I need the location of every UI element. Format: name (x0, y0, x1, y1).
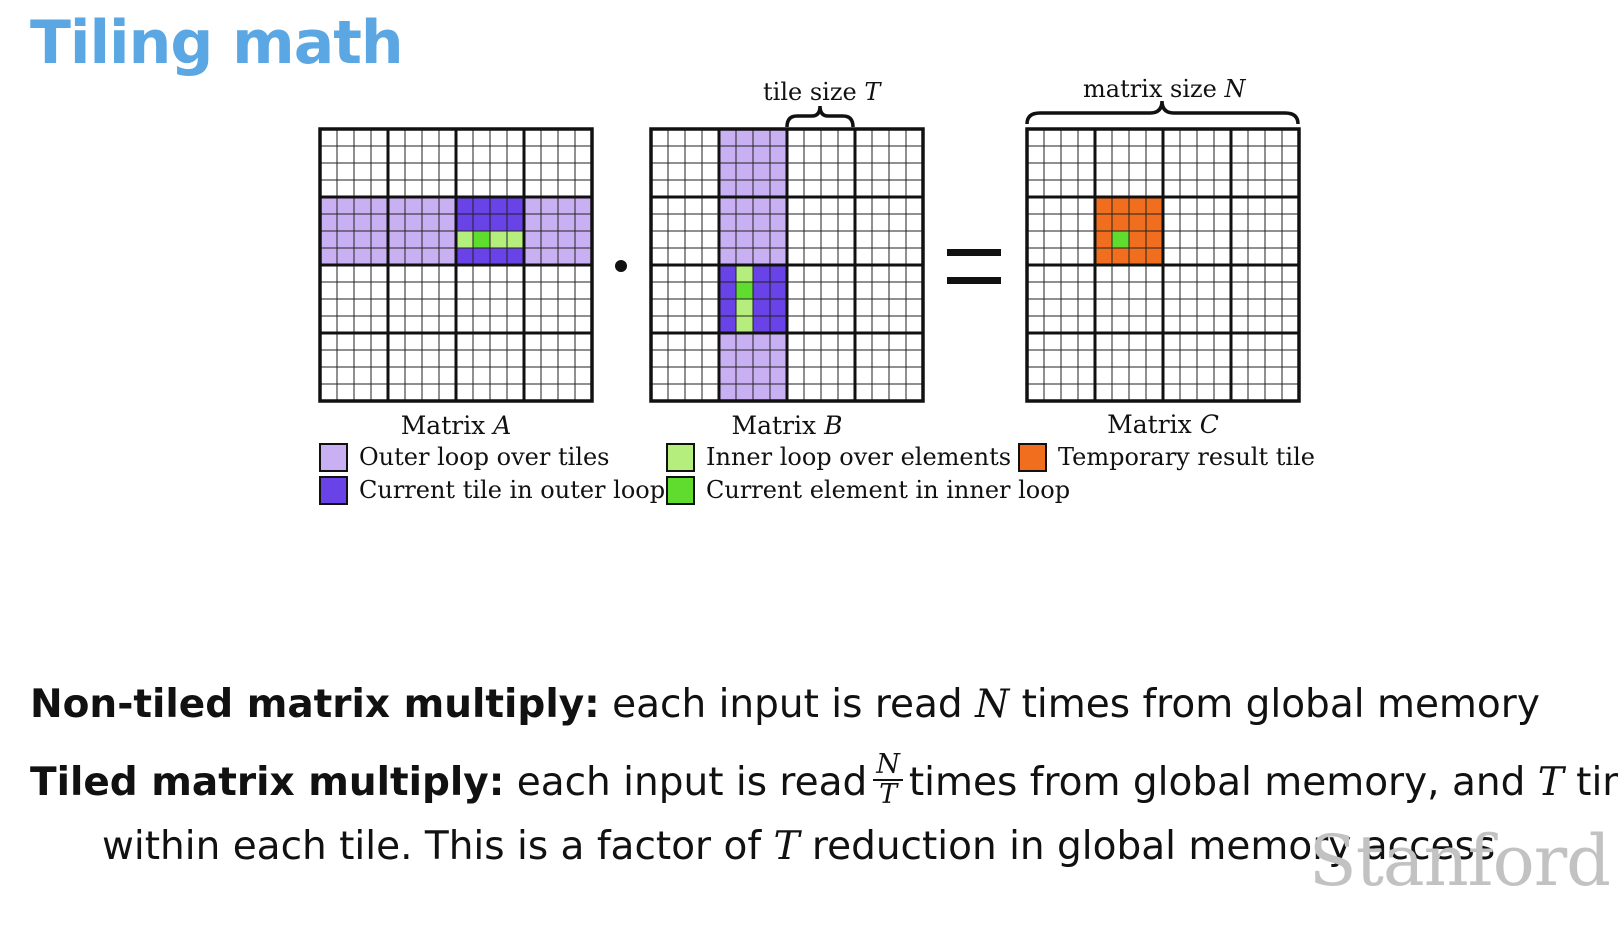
matrix-b (649, 127, 925, 403)
tiled-statement: Tiled matrix multiply: each input is rea… (30, 748, 1618, 810)
legend-item-result-tile: Temporary result tile (1018, 443, 1315, 472)
svg-text:Inner loop over elements: Inner loop over elements (706, 443, 1011, 471)
tiled-statement-continued: within each tile. This is a factor of T … (102, 824, 1496, 869)
legend-item-inner-loop: Inner loop over elements (666, 443, 1011, 472)
matrix-b-label: Matrix B (732, 411, 843, 440)
tile-size-label: tile size T (763, 78, 882, 106)
matrix-size-label: matrix size N (1083, 75, 1247, 103)
dot-operator (615, 260, 627, 272)
svg-text:Outer loop over tiles: Outer loop over tiles (359, 443, 609, 471)
slide-title: Tiling math (30, 8, 404, 78)
non-tiled-statement: Non-tiled matrix multiply: each input is… (30, 682, 1540, 727)
equals-operator (947, 249, 1001, 284)
svg-text:Current element in inner loop: Current element in inner loop (706, 476, 1070, 504)
svg-text:Current tile in outer loop: Current tile in outer loop (359, 476, 665, 504)
tiling-diagram: tile size T matrix size N Matrix A Matri… (318, 75, 1315, 505)
stanford-watermark: Stanford (1308, 820, 1611, 902)
matrix-size-brace (1025, 100, 1300, 125)
legend-item-current-element: Current element in inner loop (666, 476, 1070, 505)
matrix-a-label: Matrix A (401, 411, 512, 440)
svg-text:Temporary result tile: Temporary result tile (1058, 443, 1315, 471)
legend-item-outer-loop: Outer loop over tiles (319, 443, 609, 472)
matrix-c (1025, 127, 1301, 403)
legend: Outer loop over tiles Current tile in ou… (319, 443, 1315, 505)
tile-size-brace (785, 105, 855, 128)
matrix-c-label: Matrix C (1107, 410, 1219, 439)
legend-item-current-tile: Current tile in outer loop (319, 476, 665, 505)
matrix-a (318, 127, 594, 403)
